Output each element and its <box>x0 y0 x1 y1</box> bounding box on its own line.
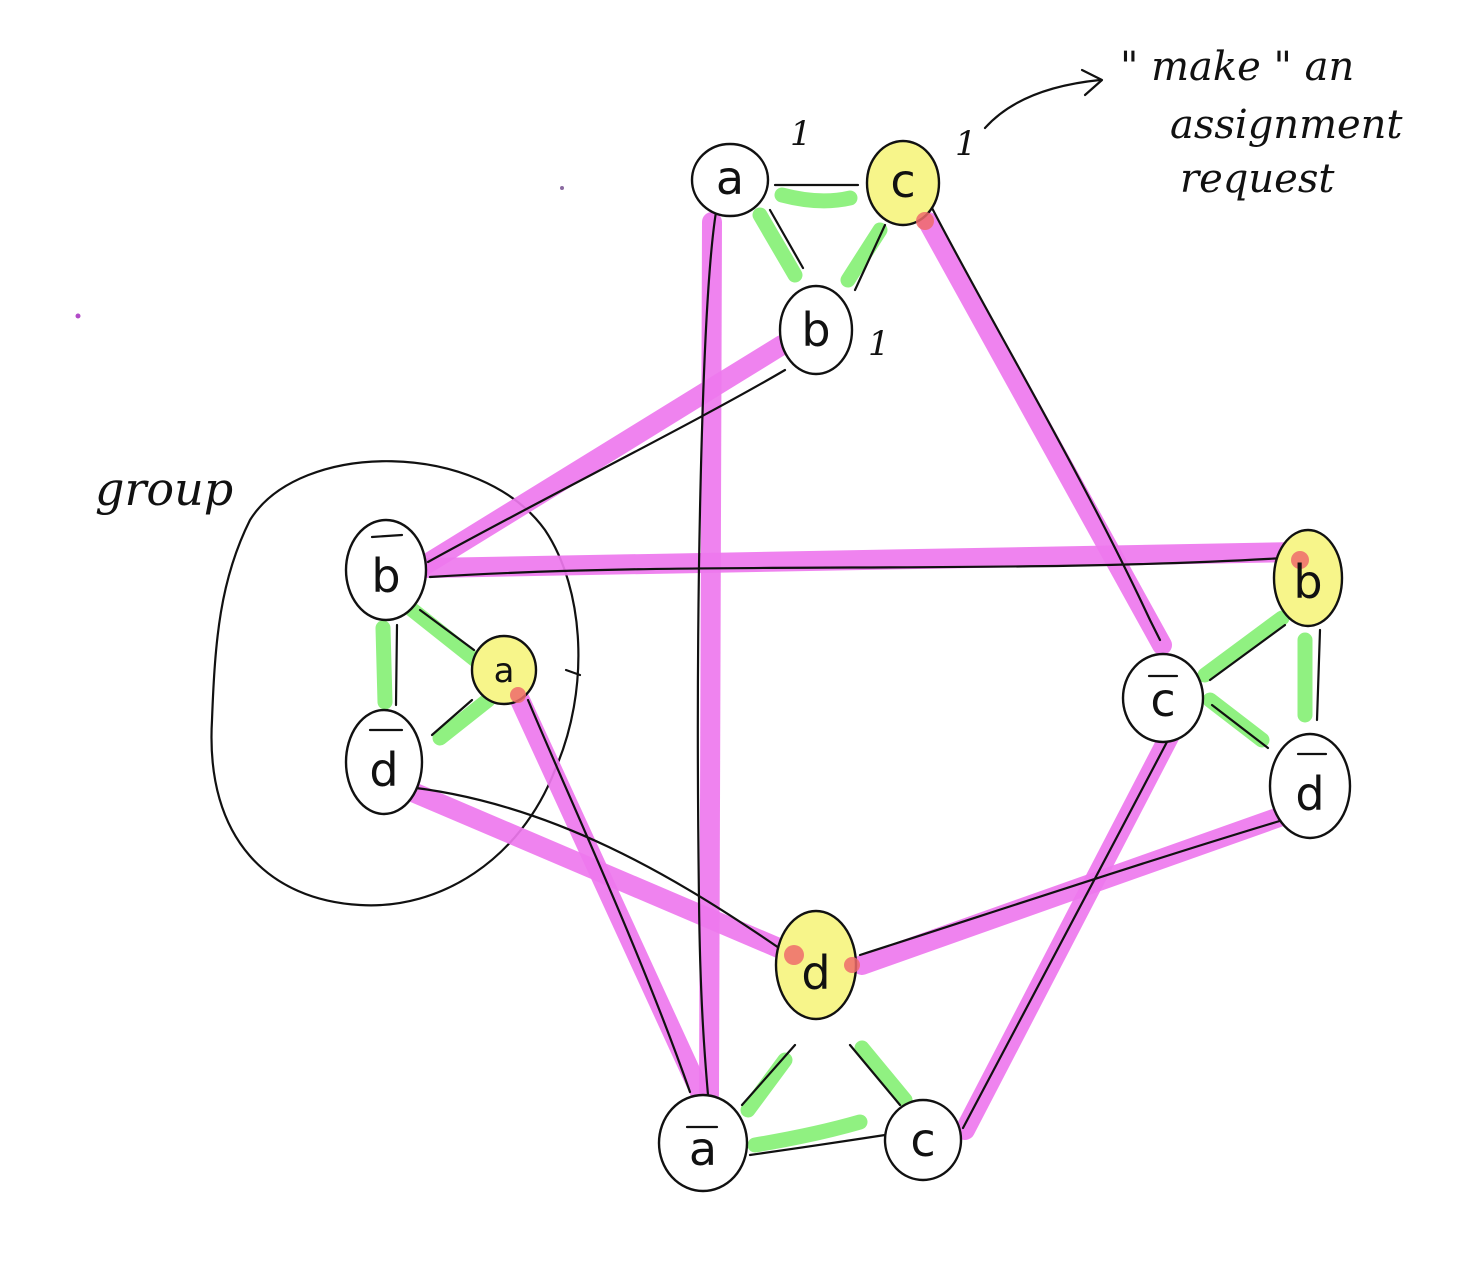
literal-edge-l1-r1 <box>418 542 1310 578</box>
node-label: d <box>801 946 830 1000</box>
clause-edge-t1-t2 <box>774 187 858 209</box>
conflict-mark <box>510 687 526 703</box>
node-shape <box>657 1093 749 1193</box>
clause-edge-r2-r3 <box>1202 692 1270 748</box>
conflict-mark <box>916 212 934 230</box>
node-t1[interactable]: a <box>690 142 770 218</box>
node-shape <box>883 1098 963 1182</box>
conflict-mark <box>1291 551 1309 569</box>
literal-edge-t3-l1 <box>415 335 792 575</box>
node-l2[interactable]: a <box>470 634 538 706</box>
node-label: a <box>716 151 744 205</box>
node-shape <box>344 518 428 622</box>
literal-edge-t1-b2 <box>699 212 722 1105</box>
clause-edge-l1-l2 <box>402 600 486 670</box>
clause-edge-r1-r2 <box>1197 610 1290 683</box>
score-label-t1: 1 <box>790 114 812 154</box>
score-label-t2: 1 <box>955 124 977 164</box>
node-label: b <box>801 303 830 357</box>
clause-edges <box>375 187 1313 1153</box>
node-l1[interactable]: b <box>344 518 428 622</box>
node-label: d <box>1295 767 1324 821</box>
node-shape <box>1272 528 1344 628</box>
node-label: d <box>369 743 398 797</box>
clause-edge-b2-b3 <box>747 1114 868 1153</box>
node-label: c <box>1150 673 1175 727</box>
node-label: b <box>1293 555 1322 609</box>
node-r2[interactable]: c <box>1121 652 1205 744</box>
node-t2[interactable]: c <box>865 139 941 230</box>
note-line-3: request <box>1180 156 1335 202</box>
node-l3[interactable]: d <box>344 708 424 816</box>
node-label: c <box>910 1113 935 1167</box>
node-label: c <box>890 154 915 208</box>
clause-edge-l1-l3 <box>375 620 393 710</box>
node-label: b <box>371 549 400 603</box>
conflict-mark <box>784 945 804 965</box>
arrow-head-icon <box>1080 68 1104 97</box>
node-shape <box>865 139 941 227</box>
stray-dot <box>75 313 81 319</box>
annotation-arrow <box>983 78 1102 130</box>
clause-edge-t2-t3 <box>840 222 888 288</box>
node-shape <box>690 142 770 218</box>
conflict-mark <box>844 957 860 973</box>
node-shape <box>778 284 854 376</box>
node-b1[interactable]: d <box>774 909 860 1021</box>
score-label-t3: 1 <box>868 324 890 364</box>
clause-edge-t1-t3 <box>752 207 803 283</box>
group-outline <box>210 460 580 907</box>
stray-dot <box>560 186 564 190</box>
literal-edge-l2-b2 <box>510 690 710 1102</box>
node-t3[interactable]: b <box>778 284 854 376</box>
clause-edge-l2-l3 <box>432 692 496 746</box>
node-r3[interactable]: d <box>1268 732 1352 840</box>
clause-edge-b1-b3 <box>854 1040 913 1108</box>
group-label: group <box>95 462 233 516</box>
node-shape <box>470 634 538 706</box>
node-label: a <box>689 1122 717 1176</box>
node-r1[interactable]: b <box>1272 528 1344 628</box>
node-b3[interactable]: c <box>883 1098 963 1182</box>
node-label: a <box>494 651 515 691</box>
note-line-2: assignment <box>1170 102 1403 148</box>
literal-edge-t2-r2 <box>918 212 1172 655</box>
negation-bar <box>370 533 404 539</box>
node-b2[interactable]: a <box>657 1093 749 1193</box>
clause-edge-b1-b2 <box>740 1052 793 1118</box>
note-line-1: " make " an <box>1120 44 1354 90</box>
ink-strokes <box>394 183 1322 1157</box>
node-shape <box>344 708 424 816</box>
node-shape <box>1268 732 1352 840</box>
node-shape <box>1121 652 1205 744</box>
